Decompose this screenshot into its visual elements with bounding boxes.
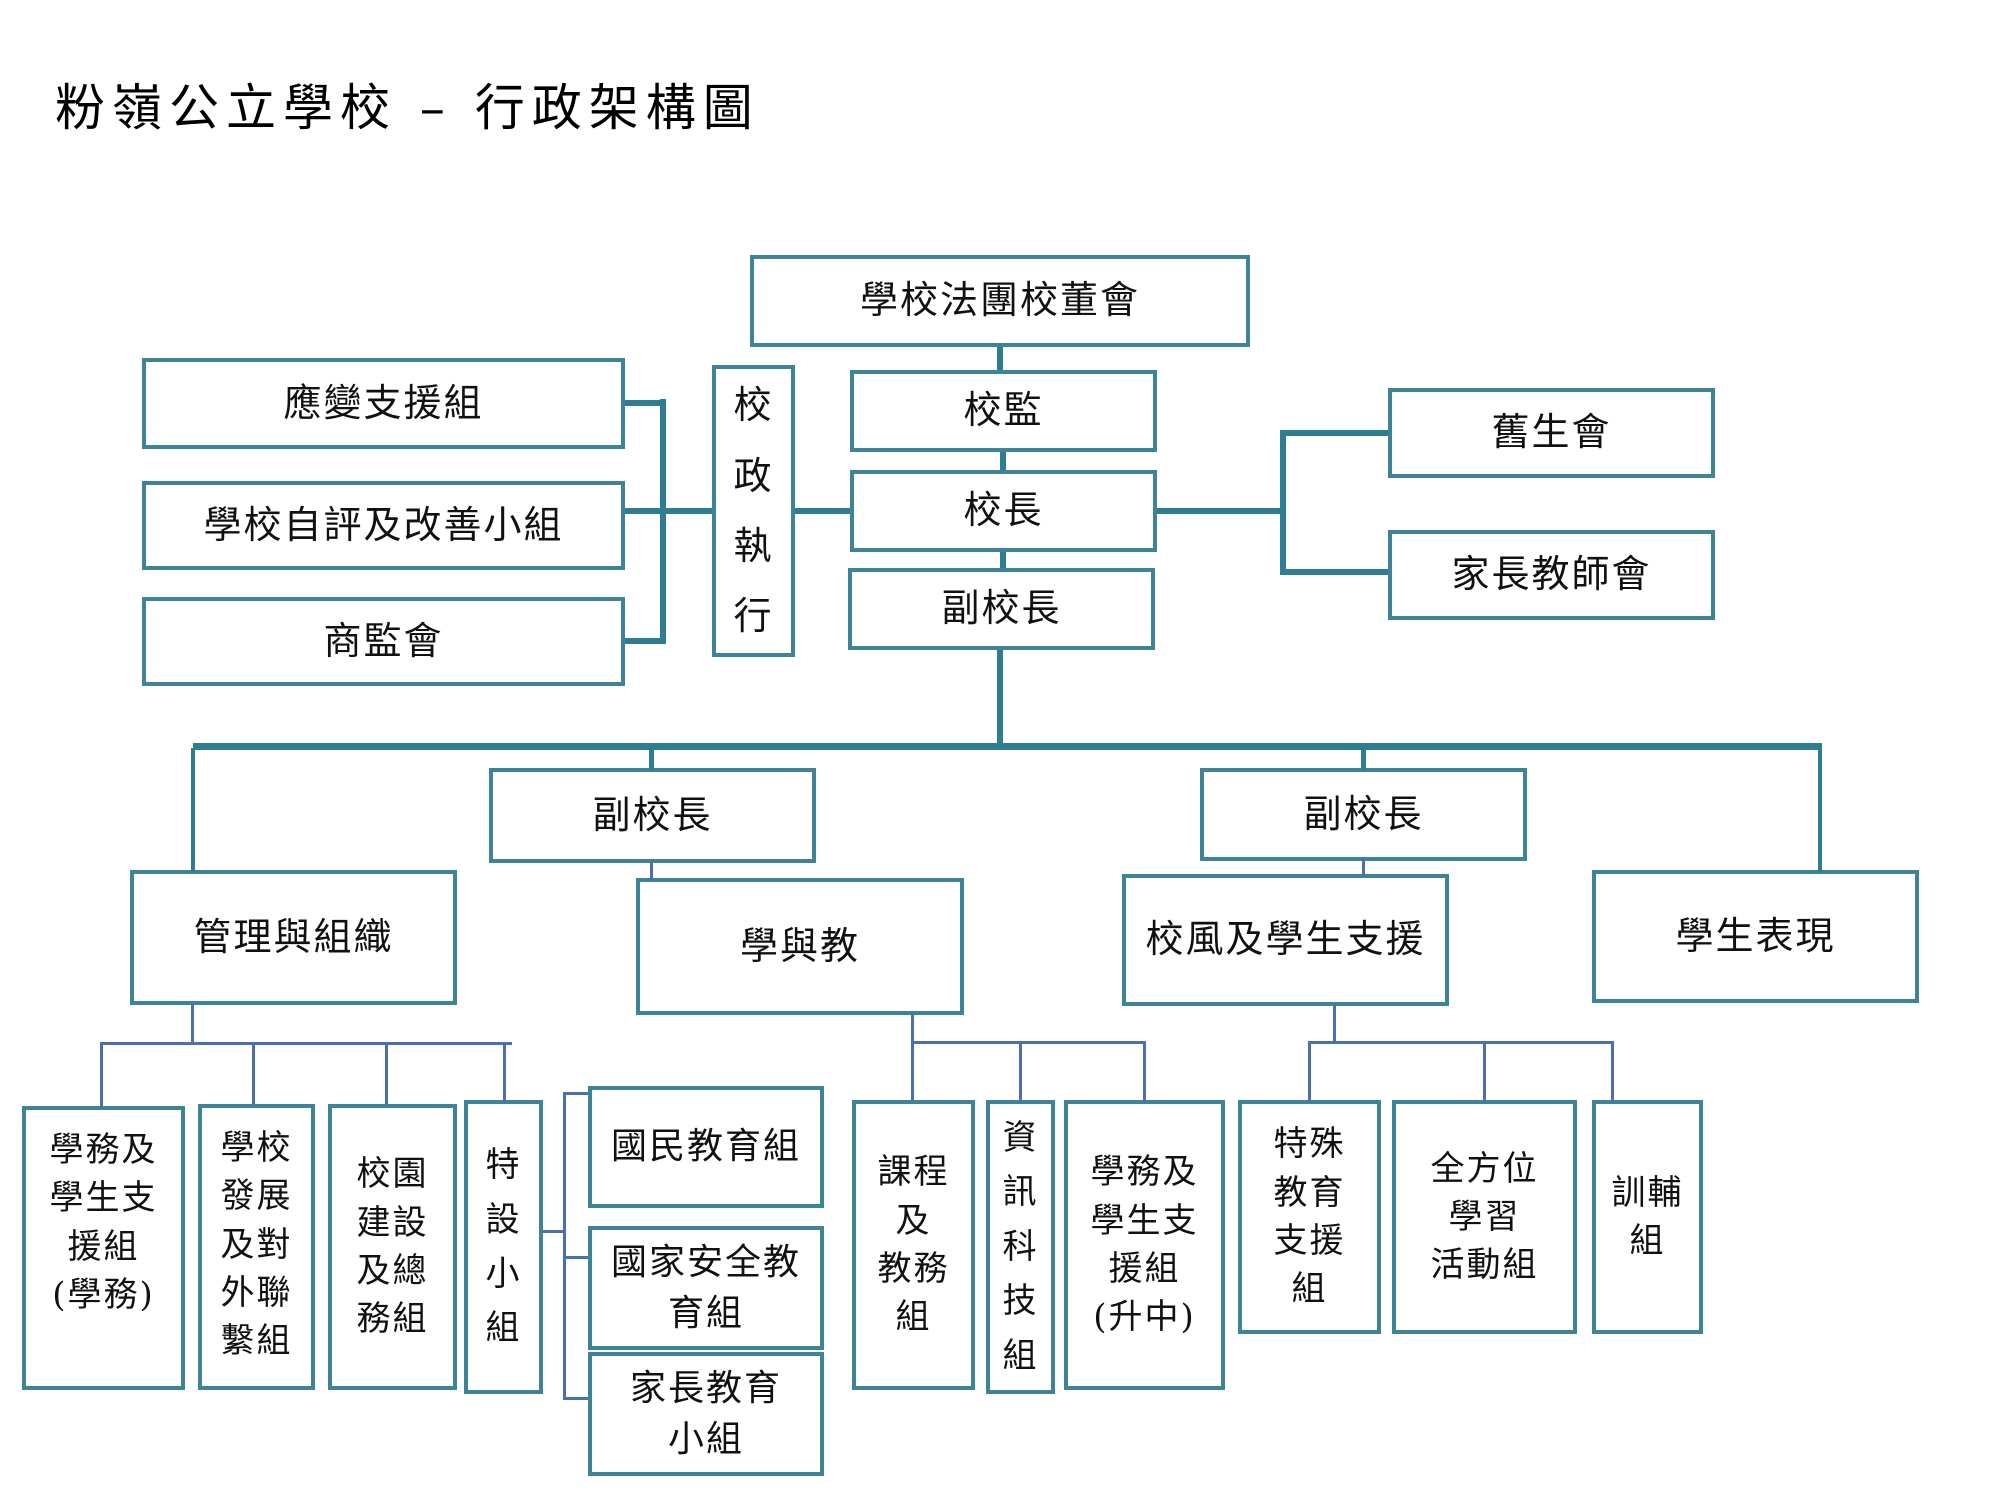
connector-drop-discipline-counselling — [1611, 1041, 1614, 1102]
connector-principal-vp1 — [1000, 552, 1006, 568]
connector-drop-special-groups — [503, 1042, 506, 1102]
box-student-affairs-secondary: 學務及 學生支 援組 (升中) — [1064, 1100, 1225, 1390]
connector-sponsoring-stub — [625, 638, 665, 644]
connector-lt-bracket-h — [911, 1041, 1146, 1044]
box-school-imc: 學校法團校董會 — [750, 255, 1250, 347]
connector-education-bracket-v — [563, 1092, 566, 1400]
box-sponsoring-supervisory: 商監會 — [142, 597, 625, 686]
connector-drop-it — [1019, 1041, 1022, 1102]
box-alumni: 舊生會 — [1388, 388, 1715, 478]
box-curriculum-academic: 課程 及 教務 組 — [852, 1100, 975, 1390]
box-special-education-support: 特殊 教育 支援 組 — [1238, 1100, 1381, 1334]
connector-drop-campus-construction — [385, 1042, 388, 1106]
box-pta: 家長教師會 — [1388, 530, 1715, 620]
box-school-admin-exec: 校 政 執 行 — [712, 365, 795, 657]
connector-mainline-vpright — [1361, 748, 1366, 770]
box-supervisor: 校監 — [850, 370, 1157, 452]
box-discipline-counselling: 訓輔 組 — [1592, 1100, 1703, 1334]
connector-management-bracket — [191, 1003, 194, 1045]
connector-left-bracket — [660, 399, 666, 644]
connector-mainline-performance — [1818, 748, 1822, 872]
box-national-security-education: 國家安全教 育組 — [588, 1226, 824, 1350]
connector-stub-parent-education — [563, 1397, 588, 1400]
connector-drop-student-affairs — [100, 1042, 103, 1108]
connector-supervisor-principal — [1000, 452, 1006, 470]
connector-adminexec-principal — [795, 508, 850, 514]
box-ethos-student-support: 校風及學生支援 — [1122, 874, 1449, 1006]
connector-drop-school-development — [252, 1042, 255, 1106]
box-management-organization: 管理與組織 — [130, 870, 457, 1005]
connector-drop-life-wide-learning — [1483, 1041, 1486, 1102]
connector-drop-student-affairs-secondary — [1143, 1041, 1146, 1102]
box-parent-education: 家長教育 小組 — [588, 1352, 824, 1476]
connector-pta-stub — [1280, 569, 1388, 575]
connector-management-bracket-h — [100, 1042, 512, 1045]
box-vp-left: 副校長 — [489, 768, 816, 863]
box-self-evaluation: 學校自評及改善小組 — [142, 481, 625, 570]
box-student-performance: 學生表現 — [1592, 870, 1919, 1003]
box-vp-right: 副校長 — [1200, 768, 1527, 861]
box-life-wide-learning: 全方位 學習 活動組 — [1392, 1100, 1577, 1334]
box-vice-principal-1: 副校長 — [848, 568, 1155, 650]
connector-principal-rightbracket — [1157, 508, 1283, 514]
connector-vpleft-learningteaching — [650, 861, 653, 880]
connector-vpright-ethos — [1362, 859, 1365, 876]
connector-vp1-mainline — [997, 650, 1003, 745]
connector-selfeval-adminexec — [625, 508, 712, 514]
connector-main-horizontal — [193, 743, 1822, 750]
box-contingency-support: 應變支援組 — [142, 358, 625, 449]
connector-stub-national-security — [563, 1256, 588, 1259]
connector-mainline-management — [191, 748, 195, 872]
connector-right-bracket — [1280, 430, 1286, 575]
box-learning-teaching: 學與教 — [636, 878, 964, 1015]
box-student-affairs-support: 學務及 學生支 援組 (學務) — [22, 1106, 185, 1390]
box-special-task-groups: 特 設 小 組 — [464, 1100, 543, 1394]
connector-alumni-stub — [1280, 430, 1388, 436]
box-campus-construction-general-affairs: 校園 建設 及總 務組 — [328, 1104, 457, 1390]
connector-ethos-feed — [1333, 1004, 1336, 1043]
box-national-education: 國民教育組 — [588, 1086, 824, 1208]
connector-contingency-stub — [625, 400, 665, 406]
box-information-technology: 資 訊 科 技 組 — [986, 1100, 1055, 1394]
connector-mainline-vpleft — [649, 748, 654, 770]
box-principal: 校長 — [850, 470, 1157, 552]
box-school-development-external: 學校 發展 及對 外聯 繫組 — [198, 1104, 315, 1390]
connector-stub-national-education — [563, 1092, 588, 1095]
connector-ethos-bracket-h — [1308, 1041, 1614, 1044]
connector-lt-feed-curriculum — [911, 1013, 914, 1100]
connector-imc-supervisor — [997, 347, 1003, 370]
connector-drop-special-education — [1308, 1041, 1311, 1102]
connector-specialgroups-stub — [543, 1230, 565, 1233]
page-title: 粉嶺公立學校 – 行政架構圖 — [55, 79, 760, 137]
